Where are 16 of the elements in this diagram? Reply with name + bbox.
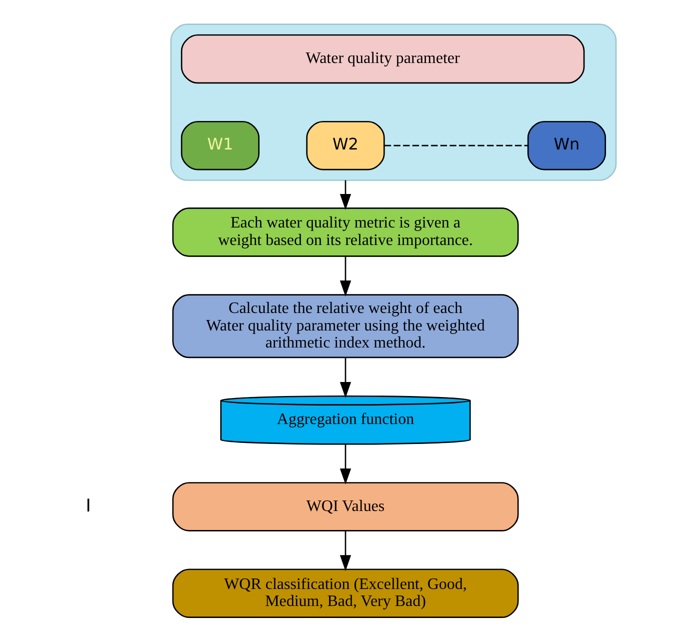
node-box: W1 — [180, 120, 260, 170]
node-box: Water quality parameter — [180, 34, 584, 84]
node-box: WQR classification (Excellent, Good, Medium, Bad, Very Bad) — [172, 568, 518, 618]
connector — [384, 144, 528, 146]
cluster — [170, 24, 616, 181]
node-box: Each water quality metric is given a weight based on its relative importance. — [172, 208, 518, 257]
arrow — [339, 256, 351, 297]
node-box: W2 — [306, 120, 384, 170]
node-box: Calculate the relative weight of each Water quality parameter using the weighted arithmetic index method. — [172, 294, 518, 358]
arrow — [339, 358, 351, 398]
node-box: WQI Values — [172, 482, 518, 532]
node-box: Wn — [526, 120, 606, 170]
arrow — [339, 444, 351, 484]
label: I — [85, 494, 90, 516]
arrow — [339, 180, 351, 210]
arrow — [339, 531, 351, 572]
